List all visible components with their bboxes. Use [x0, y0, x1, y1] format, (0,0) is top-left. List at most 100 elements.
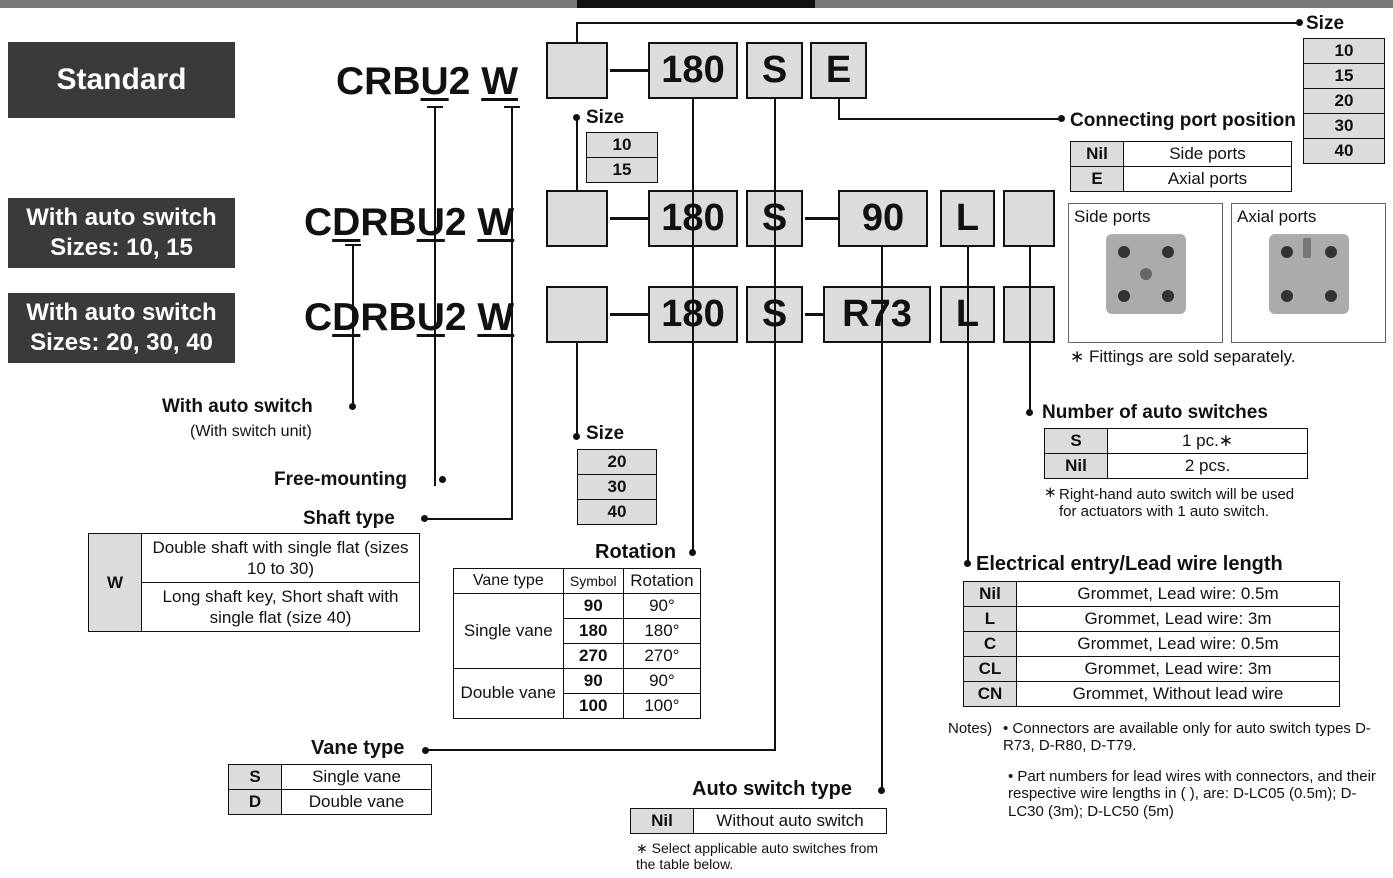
code-cell: Nil: [631, 809, 694, 834]
size-cell: 30: [578, 475, 657, 500]
code-cell: CL: [964, 657, 1017, 682]
num-switch-note-mark: ∗: [1044, 484, 1057, 501]
size-cell: 15: [587, 158, 658, 183]
description-cell: Grommet, Without lead wire: [1017, 682, 1340, 707]
code-cell: D: [229, 790, 282, 815]
table-row: 30: [578, 475, 657, 500]
note-2: • Part numbers for lead wires with conne…: [1008, 768, 1390, 820]
size-cell: 10: [587, 133, 658, 158]
table-row: 40: [1304, 139, 1385, 164]
table-row: 30: [1304, 114, 1385, 139]
top-rule-accent: [577, 0, 815, 8]
port-title: Connecting port position: [1070, 110, 1296, 132]
description-cell: Side ports: [1124, 142, 1292, 167]
code-cell: S: [229, 765, 282, 790]
table-row: 20: [1304, 89, 1385, 114]
side-ports-photo: Side ports: [1068, 203, 1223, 343]
table-row: 10: [587, 133, 658, 158]
auto-switch-note: ∗ Select applicable auto switches from t…: [636, 840, 896, 872]
table-row: 10: [1304, 39, 1385, 64]
code-cell: S: [1045, 429, 1108, 454]
axial-ports-photo: Axial ports: [1231, 203, 1386, 343]
size-cell: 15: [1304, 64, 1385, 89]
fittings-note: ∗ Fittings are sold separately.: [1070, 347, 1296, 367]
size-cell: 10: [1304, 39, 1385, 64]
shaft-table: W Double shaft with single flat (sizes 1…: [88, 533, 420, 632]
code-cell: C: [964, 632, 1017, 657]
vane-code: S: [746, 42, 803, 99]
description-cell: Grommet, Lead wire: 0.5m: [1017, 582, 1340, 607]
note-1: • Connectors are available only for auto…: [1003, 720, 1388, 755]
code-cell: Nil: [1045, 454, 1108, 479]
description-cell: 1 pc.∗: [1108, 429, 1308, 454]
size-cell: 40: [578, 500, 657, 525]
code-cell: E: [1071, 167, 1124, 192]
side-port-image: [1106, 234, 1186, 314]
electrical-title: Electrical entry/Lead wire length: [976, 553, 1283, 576]
port-code: E: [810, 42, 867, 99]
size-box: [546, 42, 608, 99]
axial-port-image: [1269, 234, 1349, 314]
description-cell: 2 pcs.: [1108, 454, 1308, 479]
rotation-code: 180: [648, 42, 738, 99]
shaft-title: Shaft type: [303, 508, 395, 530]
switch-count-box: [1003, 190, 1055, 247]
code-cell: CN: [964, 682, 1017, 707]
num-switch-title: Number of auto switches: [1042, 402, 1268, 424]
size-cell: 40: [1304, 139, 1385, 164]
size-small-title: Size: [586, 107, 624, 129]
size-large-title: Size: [586, 423, 624, 445]
with-switch-sub: (With switch unit): [190, 423, 312, 441]
description-cell: Axial ports: [1124, 167, 1292, 192]
size-title: Size: [1306, 13, 1344, 35]
size-cell: 30: [1304, 114, 1385, 139]
description-cell: Grommet, Lead wire: 3m: [1017, 657, 1340, 682]
code-cell: Nil: [1071, 142, 1124, 167]
rotation-title: Rotation: [595, 541, 676, 564]
code-cell: Nil: [964, 582, 1017, 607]
free-mounting-label: Free-mounting: [274, 469, 407, 491]
size-cell: 20: [1304, 89, 1385, 114]
description-cell: Grommet, Lead wire: 0.5m: [1017, 632, 1340, 657]
notes-prefix: Notes): [948, 720, 992, 737]
table-row: 40: [578, 500, 657, 525]
table-row: 15: [587, 158, 658, 183]
description-cell: Grommet, Lead wire: 3m: [1017, 607, 1340, 632]
switch-code: R73: [823, 286, 931, 343]
num-switch-note: Right-hand auto switch will be used for …: [1059, 486, 1309, 521]
table-row: 15: [1304, 64, 1385, 89]
description-cell: Single vane: [282, 765, 432, 790]
model-standard: CRBU2 W: [336, 62, 518, 101]
label-standard: Standard: [8, 42, 235, 118]
description-cell: Without auto switch: [694, 809, 887, 834]
entry-code: L: [940, 190, 995, 247]
auto-switch-title: Auto switch type: [692, 778, 852, 801]
with-switch-title: With auto switch: [162, 396, 313, 418]
size-cell: 20: [578, 450, 657, 475]
table-row: 20: [578, 450, 657, 475]
rotation-table: Vane type Symbol Rotation Single vane 90…: [453, 568, 701, 719]
size-box: [546, 286, 608, 343]
model-auto-10-15: CDRBU2 W: [304, 203, 514, 242]
